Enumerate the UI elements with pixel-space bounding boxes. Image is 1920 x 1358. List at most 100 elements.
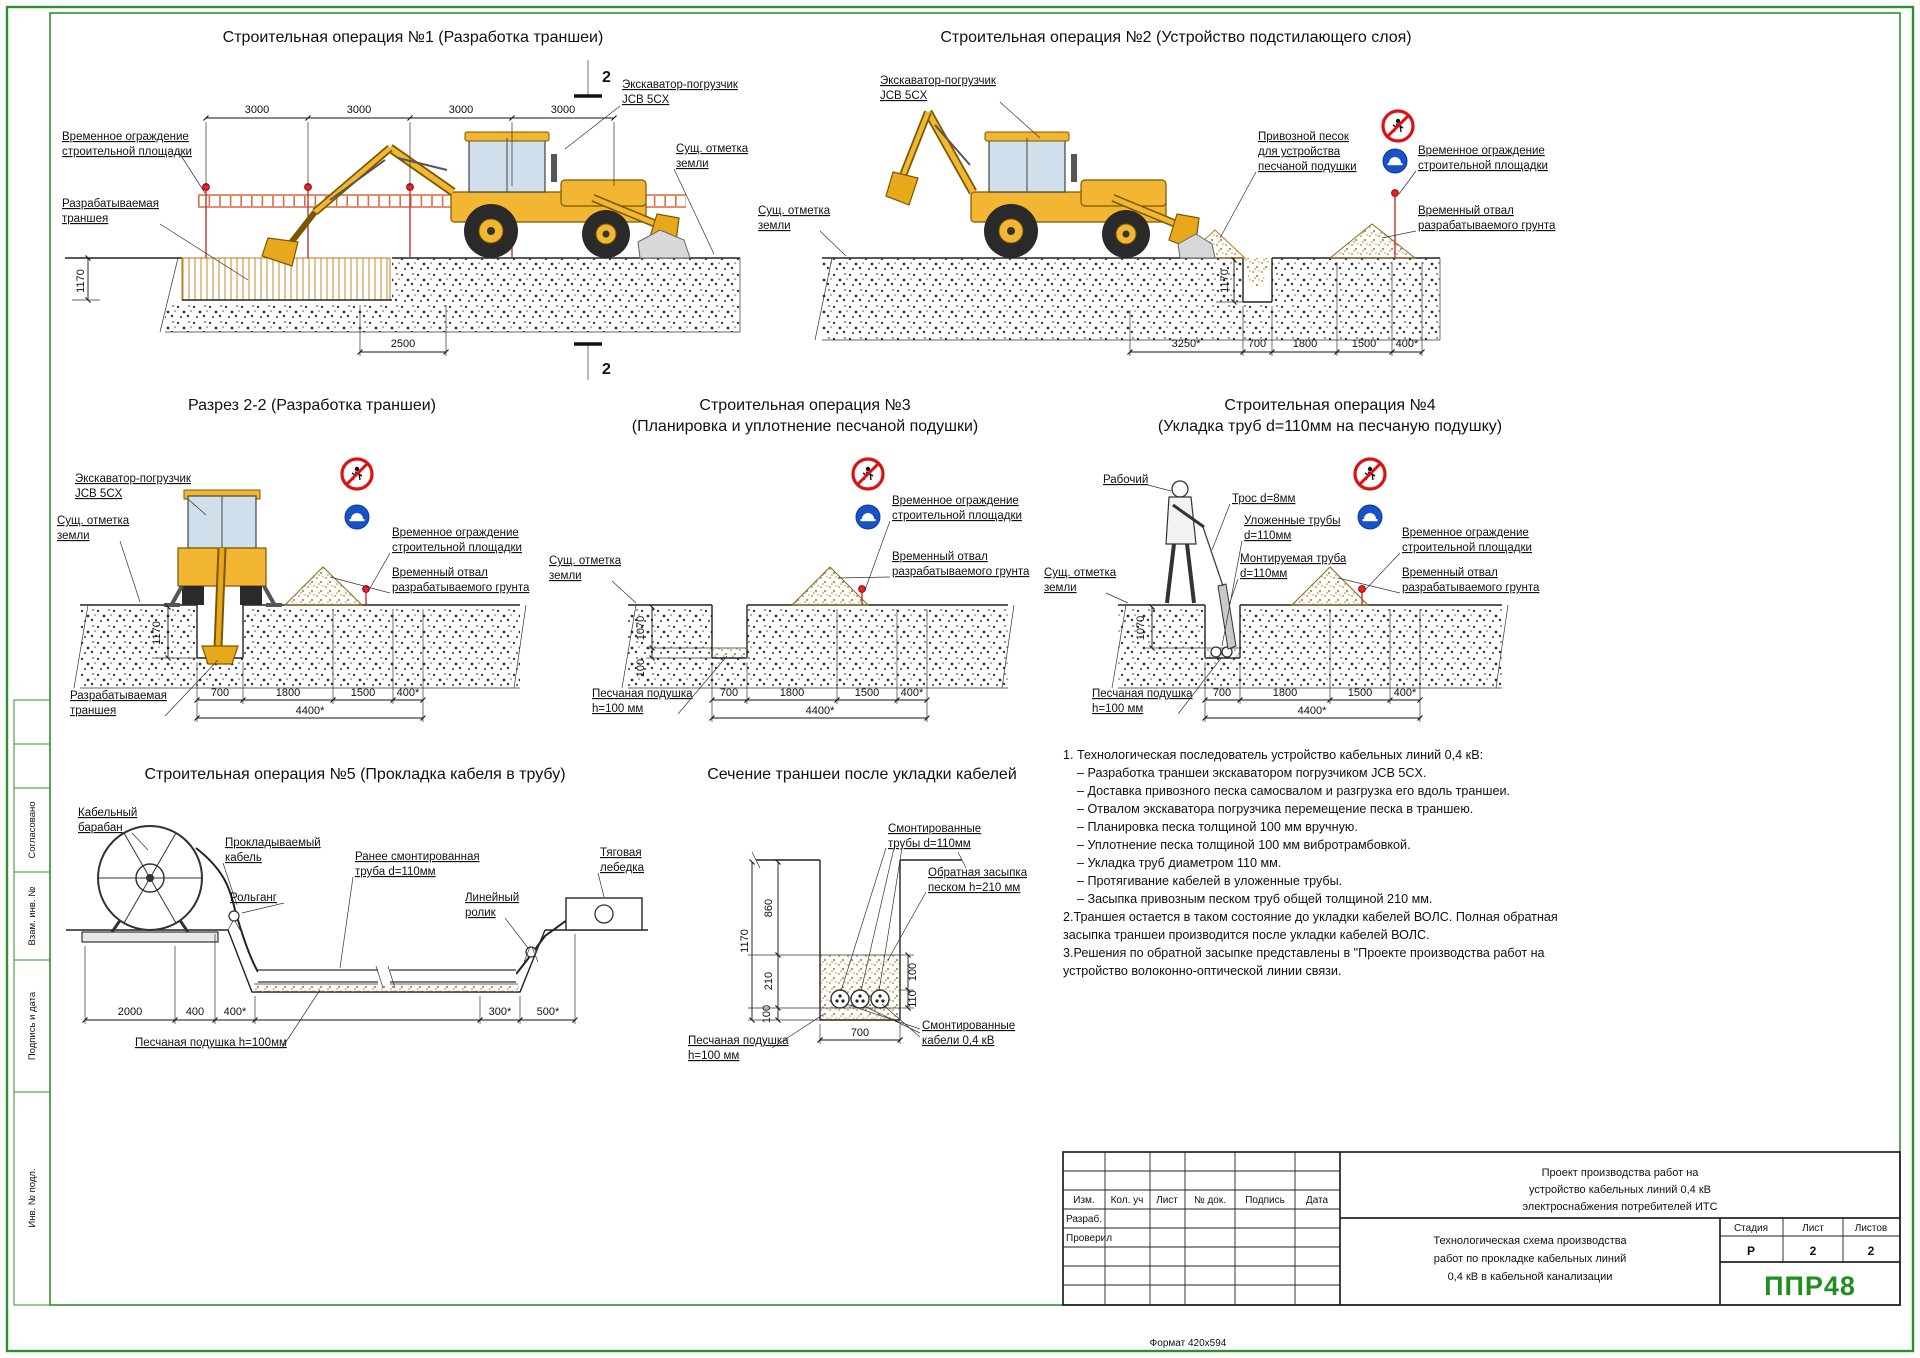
tb-row-proveril: Проверил <box>1066 1233 1112 1244</box>
note-line: 2.Траншея остается в таком состояние до … <box>1063 910 1558 924</box>
spoil-label: Временный отвал <box>392 567 488 579</box>
helmet-sign-icon <box>1357 504 1383 530</box>
rubble-pile <box>1177 233 1216 259</box>
ground-fill <box>1118 607 1205 688</box>
panel-operation-4: Строительная операция №4 (Укладка труб d… <box>1044 397 1540 722</box>
excavator-rear-view <box>164 489 282 665</box>
dim-4400: 4400* <box>1298 705 1327 717</box>
tb-stage-value: Р <box>1747 1244 1755 1258</box>
tb-project-name: электроснабжения потребителей ИТС <box>1522 1201 1717 1213</box>
imported-sand-label: песчаной подушки <box>1258 161 1357 173</box>
ground-level-label: Сущ. отметка <box>1044 567 1117 579</box>
note-line: 3.Решения по обратной засыпке представле… <box>1063 946 1545 960</box>
dimension-chain: 3250* 700 1800 1500 400* <box>1127 262 1425 356</box>
dim-400: 400 <box>186 1006 204 1018</box>
no-pedestrian-sign-icon <box>851 457 885 491</box>
ground-fill <box>1240 607 1502 688</box>
tb-doc-title: Технологическая схема производства <box>1433 1235 1627 1247</box>
ground-level-label: земли <box>758 220 791 232</box>
installed-pipe-label: труба d=110мм <box>355 866 436 878</box>
ground-fill <box>392 258 740 304</box>
panel-section-2-2: Разрез 2-2 (Разработка траншеи) <box>57 397 530 722</box>
helmet-sign-icon <box>855 504 881 530</box>
dim-3000: 3000 <box>347 104 371 116</box>
ground-level-label: земли <box>57 530 90 542</box>
fence-label: строительной площадки <box>892 510 1022 522</box>
spoil-label: Временный отвал <box>1402 567 1498 579</box>
tb-row-razrab: Разраб. <box>1066 1213 1102 1225</box>
tb-project-name: Проект производства работ на <box>1542 1167 1700 1179</box>
ground-fill <box>747 607 1008 688</box>
spoil-pile <box>790 566 870 606</box>
line-roller-label: ролик <box>465 907 497 919</box>
mounted-cables-label: Смонтированные <box>922 1020 1015 1032</box>
dim-400: 400* <box>397 687 420 699</box>
ground-fill <box>1205 658 1240 688</box>
dim-500s: 500* <box>537 1006 560 1018</box>
line-roller-label: Линейный <box>465 892 519 904</box>
tb-stage-header: Стадия <box>1734 1223 1768 1234</box>
tb-project-name: устройство кабельных линий 0,4 кВ <box>1529 1184 1711 1196</box>
fence-light <box>1358 585 1366 593</box>
backhoe-arm-folded <box>885 109 977 206</box>
tb-sheet-header: Лист <box>1802 1223 1824 1234</box>
winch-label: лебедка <box>600 862 645 874</box>
excavator-label: Экскаватор-погрузчик <box>622 79 739 91</box>
spoil-pile <box>283 566 364 606</box>
trench-label: Разрабатываемая <box>70 690 167 702</box>
dim-4400: 4400* <box>806 705 835 717</box>
mounted-pipes-label: Смонтированные <box>888 823 981 835</box>
dimension-chain: 2000 400 400* 300* 500* <box>82 934 578 1024</box>
helmet-sign-icon <box>1382 148 1408 174</box>
spoil-label: Временный отвал <box>1418 205 1514 217</box>
panel-title: Строительная операция №1 (Разработка тра… <box>223 29 604 46</box>
excavator-jcb-icon <box>971 132 1199 258</box>
format-note: Формат 420х594 <box>1150 1338 1227 1349</box>
tb-doc-title: работ по прокладке кабельных линий <box>1434 1253 1627 1265</box>
note-line: – Уплотнение песка толщиной 100 мм вибро… <box>1077 838 1411 852</box>
spoil-label: разрабатываемого грунта <box>1402 582 1540 594</box>
sand-cushion-label: Песчаная подушка <box>592 688 693 700</box>
section-mark-2: 2 2 <box>574 60 611 380</box>
cable-drum-label: Кабельный <box>78 807 137 819</box>
dim-2000: 2000 <box>118 1006 142 1018</box>
installed-pipe-label: Ранее смонтированная <box>355 851 480 863</box>
fence-label: строительной площадки <box>392 542 522 554</box>
sand-cushion-label: Песчаная подушка <box>688 1035 789 1047</box>
panel-title: Сечение траншеи после укладки кабелей <box>707 766 1017 783</box>
note-line: – Планировка песка толщиной 100 мм вручн… <box>1077 820 1358 834</box>
trench-label: траншея <box>62 213 108 225</box>
dim-1170: 1170 <box>1219 269 1231 293</box>
mounted-pipes <box>830 989 890 1009</box>
winch-label: Тяговая <box>600 847 642 859</box>
dim-700: 700 <box>1248 338 1266 350</box>
dimension-chain: 700 1800 1500 400* 4400* <box>709 609 930 722</box>
tb-col-izm: Изм. <box>1073 1195 1094 1206</box>
dim-100: 100 <box>635 659 647 677</box>
dim-1500: 1500 <box>1352 338 1376 350</box>
laid-pipes-label: d=110мм <box>1244 530 1291 542</box>
excavator-label: Экскаватор-погрузчик <box>75 473 192 485</box>
note-line: – Укладка труб диаметром 110 мм. <box>1077 856 1282 870</box>
dim-1070: 1070 <box>1135 616 1147 640</box>
tb-col-koluch: Кол. уч <box>1111 1195 1144 1206</box>
panel-operation-1: Строительная операция №1 (Разработка тра… <box>62 29 749 380</box>
helmet-sign-icon <box>344 504 370 530</box>
ground-level-label: Сущ. отметка <box>549 555 622 567</box>
trench-label: траншея <box>70 705 116 717</box>
fence-label: Временное ограждение <box>1402 527 1529 539</box>
sand-cushion <box>712 648 747 658</box>
ground-level-label: земли <box>549 570 582 582</box>
cable-drum <box>81 825 219 943</box>
fence-label: строительной площадки <box>1402 542 1532 554</box>
fence-light <box>1391 189 1399 197</box>
trench-label: Разрабатываемая <box>62 198 159 210</box>
mounted-pipe-label: d=110мм <box>1240 568 1287 580</box>
panel-title: Строительная операция №5 (Прокладка кабе… <box>144 766 565 783</box>
backhoe-arm <box>261 144 456 267</box>
sand-cushion <box>252 984 520 992</box>
note-line: – Разработка траншеи экскаватором погруз… <box>1077 766 1427 780</box>
excavator-label: JCB 5CX <box>880 90 928 102</box>
dimension-depth-1170: 1170 <box>1216 257 1243 305</box>
ground-fill <box>822 258 1243 302</box>
